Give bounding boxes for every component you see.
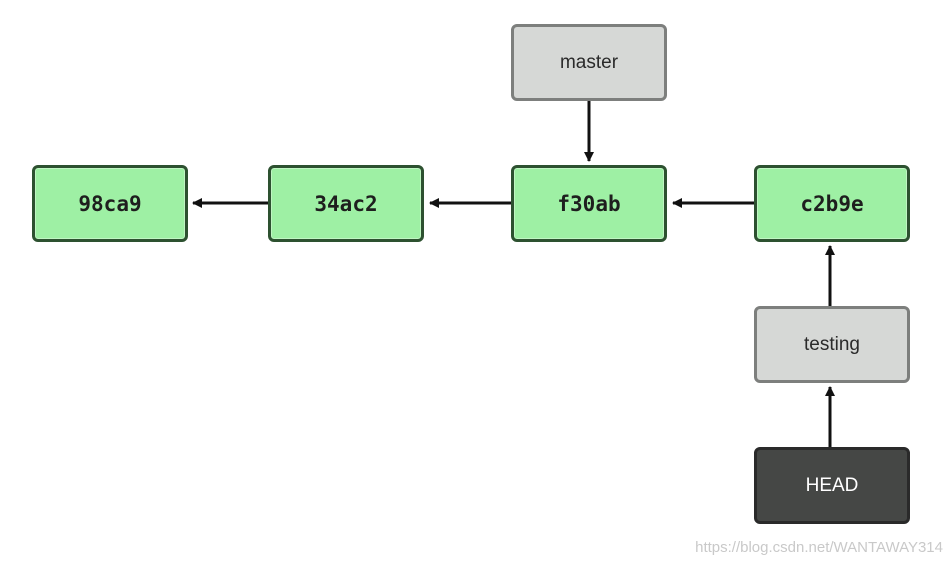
- commit-f30ab: f30ab: [511, 165, 667, 242]
- commit-label: 98ca9: [78, 191, 142, 216]
- commit-label: c2b9e: [800, 191, 864, 216]
- commit-34ac2: 34ac2: [268, 165, 424, 242]
- commit-c2b9e: c2b9e: [754, 165, 910, 242]
- commit-label: f30ab: [557, 191, 621, 216]
- branch-label: master: [559, 51, 619, 73]
- branch-master: master: [511, 24, 667, 101]
- commit-98ca9: 98ca9: [32, 165, 188, 242]
- branch-testing: testing: [754, 306, 910, 383]
- head-label: HEAD: [805, 474, 859, 496]
- branch-label: testing: [804, 333, 860, 355]
- commit-label: 34ac2: [314, 191, 378, 216]
- head-pointer: HEAD: [754, 447, 910, 524]
- watermark-text: https://blog.csdn.net/WANTAWAY314: [695, 539, 943, 556]
